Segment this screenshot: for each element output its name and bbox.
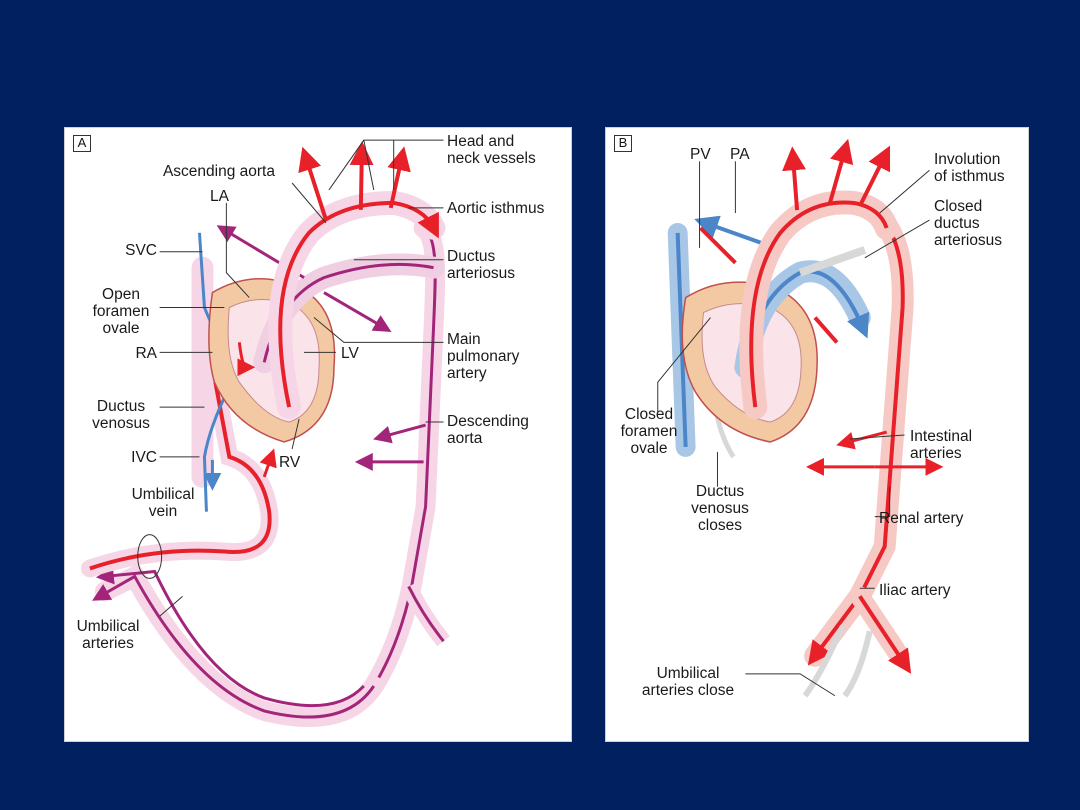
- panel-fetal-circulation: A Head and neck vessels Ascending aorta …: [64, 127, 572, 742]
- label-iliac-artery: Iliac artery: [879, 582, 951, 599]
- label-svc: SVC: [125, 242, 157, 259]
- label-pa: PA: [730, 146, 750, 163]
- fetal-circulation-diagram: [80, 139, 450, 727]
- aorta-vessel-b: [699, 138, 899, 420]
- panel-neonatal-circulation: B PV PA Involution of isthmus Closed duc…: [605, 127, 1029, 742]
- label-umbilical-arteries: Umbilical arteries: [76, 618, 140, 652]
- descending-aorta-vessel: [354, 217, 450, 696]
- panel-b-tag: B: [614, 135, 632, 152]
- label-lv: LV: [341, 345, 359, 362]
- label-ra: RA: [135, 345, 157, 362]
- label-ductus-venosus-closes: Ductus venosus closes: [691, 483, 749, 534]
- umbilical-vein-vessel: [80, 368, 279, 579]
- label-pv: PV: [690, 146, 711, 163]
- label-aortic-isthmus: Aortic isthmus: [447, 200, 545, 217]
- label-ascending-aorta: Ascending aorta: [162, 163, 275, 180]
- label-open-foramen-ovale: Open foramen ovale: [92, 286, 150, 337]
- label-ductus-arteriosus: Ductus arteriosus: [447, 248, 516, 282]
- closed-umbilical-arteries: [802, 624, 873, 698]
- label-intestinal-arteries: Intestinal arteries: [910, 428, 973, 462]
- label-ductus-venosus: Ductus venosus: [92, 398, 150, 432]
- label-rv: RV: [279, 454, 301, 471]
- label-closed-ductus-arteriosus: Closed ductus arteriosus: [934, 198, 1003, 249]
- label-renal-artery: Renal artery: [879, 510, 964, 527]
- label-la: LA: [210, 188, 229, 205]
- panel-a-tag: A: [73, 135, 91, 152]
- label-umbilical-arteries-close: Umbilical arteries close: [641, 665, 735, 699]
- label-ivc: IVC: [131, 449, 157, 466]
- label-closed-foramen-ovale: Closed foramen ovale: [620, 406, 678, 457]
- label-descending-aorta: Descending aorta: [447, 413, 529, 447]
- label-main-pulmonary-artery: Main pulmonary artery: [447, 331, 520, 382]
- label-head-neck-vessels: Head and neck vessels: [447, 133, 536, 167]
- neonatal-circulation-diagram: [657, 138, 944, 698]
- label-involution-of-isthmus: Involution of isthmus: [934, 151, 1005, 185]
- umbilical-arteries-vessel: [92, 563, 384, 727]
- label-umbilical-vein: Umbilical vein: [131, 486, 195, 520]
- leader-lines-b: [657, 161, 930, 697]
- leader-lines: [159, 139, 444, 617]
